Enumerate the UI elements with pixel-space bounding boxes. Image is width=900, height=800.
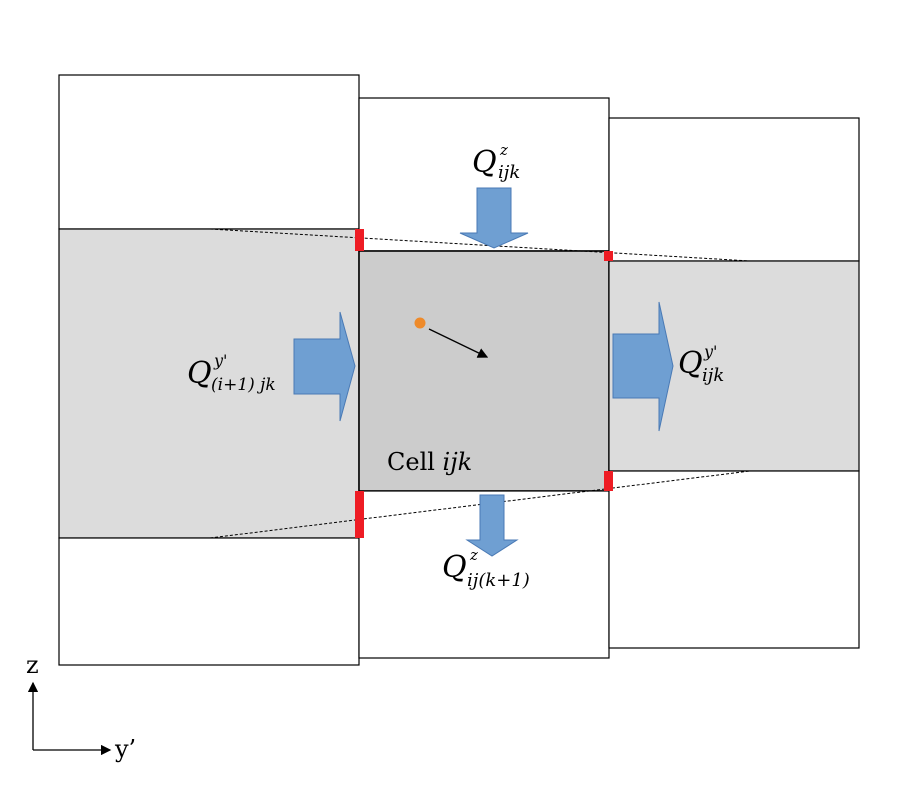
q-bottom-main: Q [442, 550, 467, 585]
q-left-sub: (i+1) jk [211, 375, 276, 395]
flux-arrow-top [459, 187, 529, 249]
red-marker [604, 471, 613, 491]
velocity-arrow [428, 328, 489, 358]
left-top-cell [58, 74, 360, 230]
q-top-main: Q [472, 145, 497, 180]
right-top-cell [608, 117, 860, 262]
cell-label: Cell ijk [387, 448, 472, 476]
svg-text:Q: Q [472, 145, 497, 180]
particle-dot [414, 317, 426, 329]
z-axis-label: z [26, 651, 39, 679]
flux-arrow-left [293, 311, 356, 422]
red-marker [355, 491, 364, 538]
q-left-main: Q [187, 356, 212, 391]
y-axis-label: y’ [114, 735, 136, 763]
top-interp-line [209, 228, 751, 262]
red-marker [604, 251, 613, 261]
q-right-sub: ijk [702, 365, 724, 386]
q-right-main: Q [678, 346, 703, 381]
q-left-sup: y' [213, 351, 227, 370]
left-bottom-cell [58, 537, 360, 666]
q-right-sup: y' [703, 342, 717, 361]
cell-ijk [358, 250, 610, 492]
q-bottom-sub: ij(k+1) [467, 570, 530, 591]
flux-arrow-bottom [465, 494, 519, 557]
q-top-sup: z [499, 141, 508, 159]
q-bottom-sup: z [469, 546, 478, 564]
right-bottom-cell [608, 470, 860, 649]
q-top-sub: ijk [498, 162, 520, 183]
red-marker [355, 229, 364, 251]
flux-arrow-right [612, 301, 674, 432]
